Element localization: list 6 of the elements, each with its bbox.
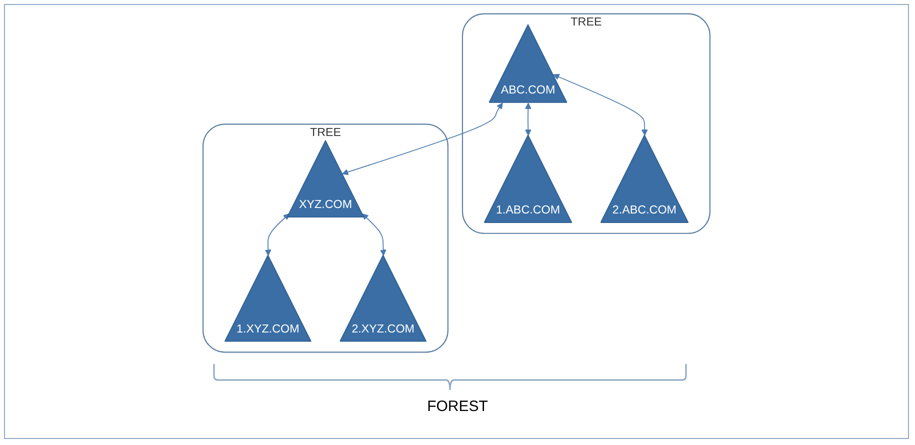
arrow [553,74,648,136]
arrow [342,102,503,176]
caption-label: FOREST [427,398,488,415]
arrow [362,213,386,256]
arrow [524,102,532,136]
arrow [264,213,290,256]
